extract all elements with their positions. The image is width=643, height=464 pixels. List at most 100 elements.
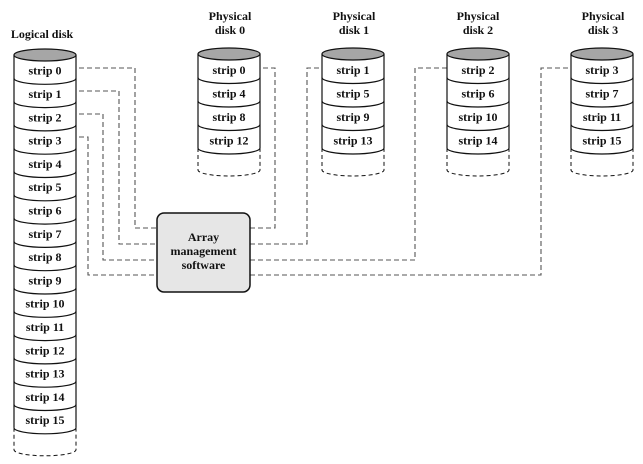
strip-divider	[197, 77, 261, 85]
connector-logical-strip-3	[79, 136, 157, 276]
physical-disk-title-line2: disk 1	[339, 23, 369, 37]
physical-disk-title-line2: disk 3	[588, 23, 618, 37]
disk-empty-extension	[13, 427, 77, 457]
connector-lines	[79, 67, 571, 276]
physical-disk-title-line1: Physical	[209, 9, 252, 23]
disk-top-cap	[13, 48, 77, 62]
disk-empty-extension	[197, 148, 261, 177]
logical-disk-title: Logical disk	[11, 27, 74, 41]
physical-disk-1-title: Physical disk 1	[333, 9, 376, 37]
strip-label: strip 3	[29, 134, 62, 148]
disks-group: strip 0 strip 1 strip 2 strip 3 strip 4 strip…	[13, 47, 634, 457]
strip-label: strip 2	[29, 110, 62, 124]
controller-label-line3: software	[182, 258, 226, 272]
disk-top-cap	[321, 47, 385, 61]
strip-label: strip 0	[213, 63, 246, 77]
connector-to-disk-3	[250, 67, 571, 276]
strip-label: strip 0	[29, 64, 62, 78]
strip-divider	[13, 287, 77, 295]
strip-label: strip 9	[29, 273, 62, 287]
array-management-software-box: Array management software	[156, 212, 251, 293]
strip-label: strip 4	[213, 86, 246, 100]
controller-label-line1: Array	[188, 230, 219, 244]
strip-divider	[13, 264, 77, 272]
disk-empty-extension	[321, 148, 385, 177]
strip-divider	[13, 78, 77, 85]
physical-disk-0-title: Physical disk 0	[209, 9, 252, 37]
strip-label: strip 11	[583, 110, 621, 124]
strip-divider	[446, 147, 510, 155]
strip-label: strip 5	[29, 180, 62, 194]
physical-disk-title-line1: Physical	[582, 9, 625, 23]
strip-divider	[446, 124, 510, 132]
strip-label: strip 3	[586, 63, 619, 77]
disk-top-cap	[446, 47, 510, 61]
strip-label: strip 9	[337, 110, 370, 124]
strip-label: strip 6	[462, 86, 495, 100]
physical-disk-title-line2: disk 0	[215, 23, 245, 37]
strip-divider	[13, 217, 77, 225]
strip-label: strip 8	[213, 110, 246, 124]
disk-top-cap	[197, 47, 261, 61]
strip-divider	[13, 334, 77, 342]
strip-label: strip 7	[29, 227, 62, 241]
strip-divider	[570, 77, 634, 85]
strip-divider	[13, 101, 77, 109]
connector-logical-strip-0	[79, 67, 157, 229]
strip-label: strip 7	[586, 86, 619, 100]
strip-divider	[13, 147, 77, 155]
strip-divider	[570, 124, 634, 132]
strip-divider	[13, 380, 77, 388]
strip-label: strip 14	[459, 133, 498, 147]
strip-label: strip 1	[29, 87, 62, 101]
strip-divider	[13, 311, 77, 318]
physical-disk-2-title: Physical disk 2	[457, 9, 500, 37]
physical-disk-2: strip 2 strip 6 strip 10 strip 14	[446, 47, 510, 177]
physical-disk-title-line1: Physical	[333, 9, 376, 23]
strip-divider	[197, 124, 261, 132]
strip-label: strip 1	[337, 63, 370, 77]
strip-label: strip 15	[26, 413, 65, 427]
strip-divider	[13, 427, 77, 435]
strip-divider	[13, 241, 77, 248]
strip-divider	[321, 147, 385, 155]
strip-label: strip 5	[337, 86, 370, 100]
strip-divider	[13, 194, 77, 202]
physical-disk-title-line2: disk 2	[463, 23, 493, 37]
strip-label: strip 10	[459, 110, 498, 124]
strip-label: strip 2	[462, 63, 495, 77]
controller-box-shape	[156, 212, 251, 293]
strip-divider	[446, 100, 510, 108]
strip-label: strip 14	[26, 390, 65, 404]
strip-divider	[197, 100, 261, 108]
strip-divider	[13, 124, 77, 132]
connector-to-disk-1	[250, 67, 322, 245]
strip-divider	[321, 77, 385, 85]
strip-label: strip 6	[29, 203, 62, 217]
strip-divider	[570, 147, 634, 155]
disk-top-cap	[570, 47, 634, 61]
controller-label-line2: management	[171, 244, 237, 258]
strip-divider	[197, 147, 261, 155]
connector-to-disk-2	[250, 67, 447, 261]
strip-label: strip 13	[334, 133, 373, 147]
strip-divider	[13, 357, 77, 365]
strip-label: strip 8	[29, 250, 62, 264]
strip-label: strip 10	[26, 297, 65, 311]
strip-label: strip 13	[26, 367, 65, 381]
disk-empty-extension	[446, 148, 510, 177]
strip-label: strip 12	[26, 343, 65, 357]
disk-empty-extension	[570, 148, 634, 177]
strip-divider	[13, 171, 77, 179]
strip-divider	[321, 100, 385, 108]
strip-divider	[321, 124, 385, 132]
strip-divider	[570, 100, 634, 108]
connector-logical-strip-1	[79, 90, 157, 245]
connector-logical-strip-2	[79, 113, 157, 261]
strip-divider	[13, 404, 77, 412]
physical-disk-title-line1: Physical	[457, 9, 500, 23]
